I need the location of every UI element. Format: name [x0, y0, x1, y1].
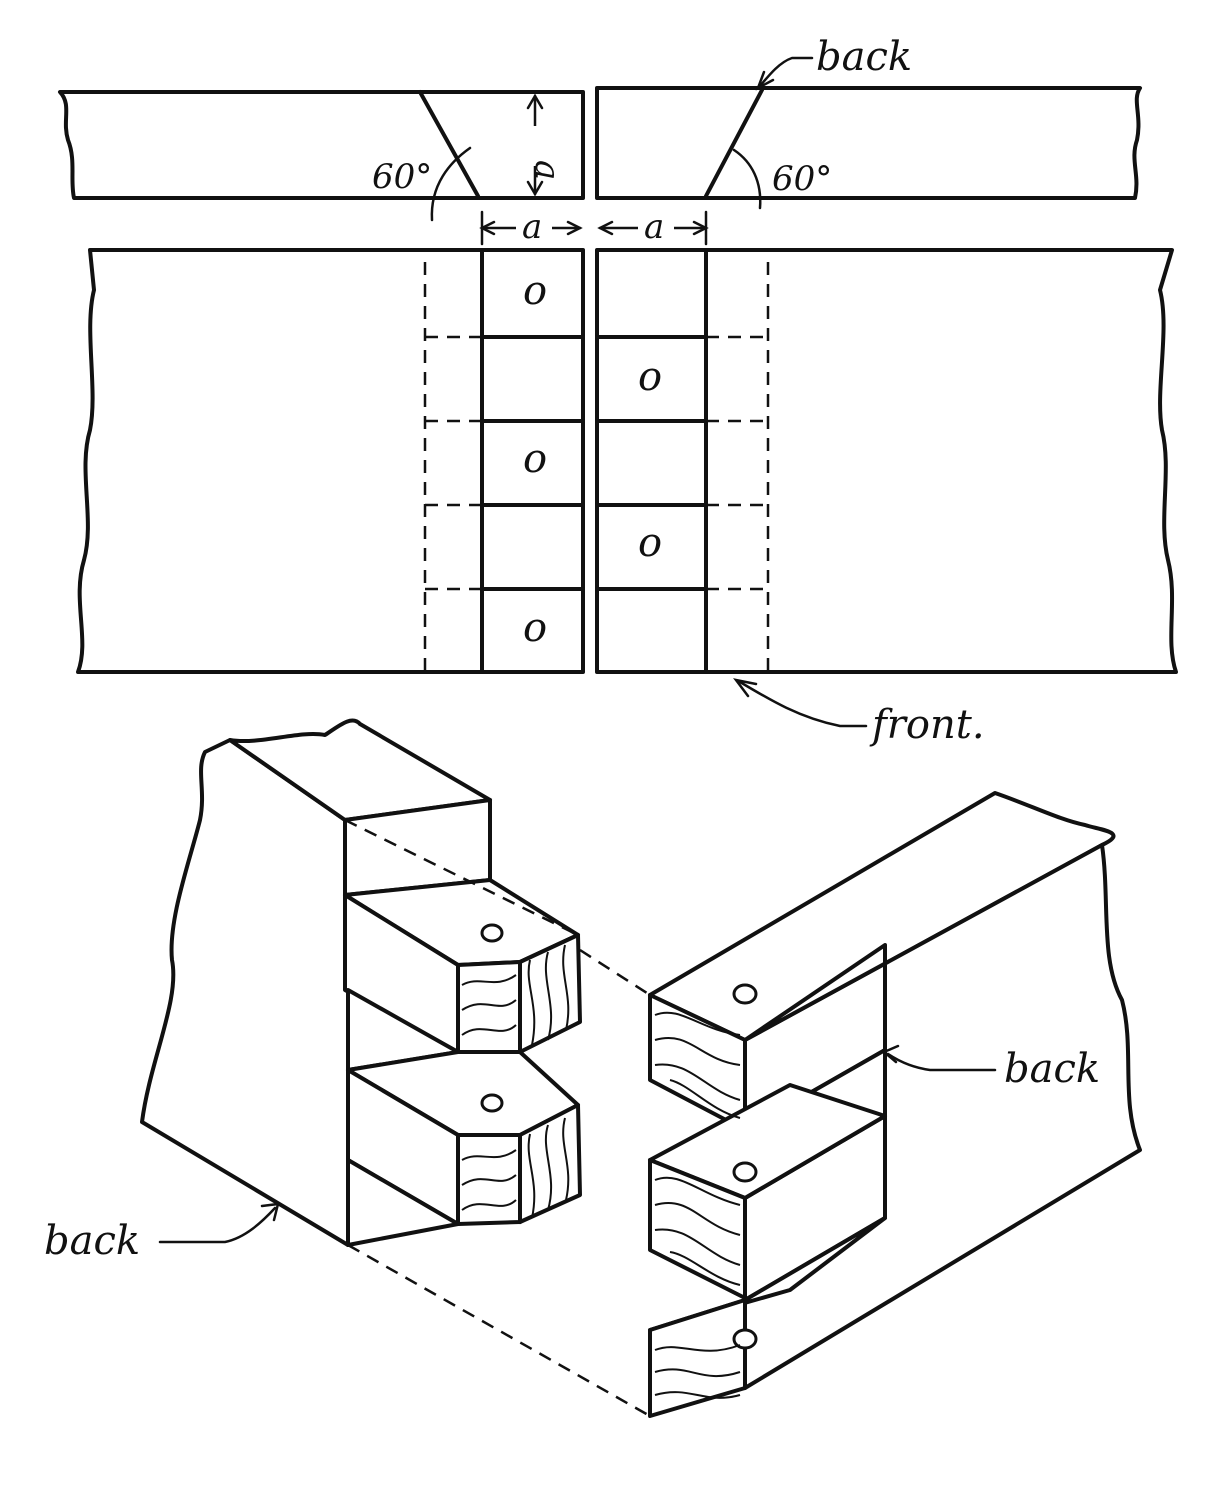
front-leader-arrow: [733, 678, 758, 698]
depth-label-bg: [522, 126, 550, 166]
bottom-socket-back: [346, 1158, 460, 1247]
right-pin-hole-1: [732, 983, 758, 1005]
hole-mark-left-3: o: [523, 605, 547, 651]
width-dim-right-arrow-l: [597, 220, 614, 236]
back-label-left: back: [44, 1218, 140, 1264]
right-board-side: [743, 843, 1142, 1390]
depth-arrow-top: [526, 93, 544, 110]
width-label-left-bg: [516, 208, 552, 244]
width-label-right: a: [644, 207, 664, 247]
angle-arc-left: [430, 146, 472, 222]
back-leader-top-arrow: [755, 70, 775, 91]
depth-arrow-bottom: [526, 180, 544, 197]
width-dim-left-arrow-r: [566, 220, 583, 236]
width-dimensions: a a: [479, 207, 709, 247]
back-leader-right: [886, 1052, 997, 1072]
face-view: o o o o o front.: [76, 248, 1178, 748]
hole-mark-right-2: o: [638, 520, 662, 566]
face-view-left-board: [76, 248, 585, 674]
back-label-right: back: [1004, 1046, 1100, 1092]
align-dash-3: [347, 1243, 651, 1418]
angle-label-right: 60°: [772, 159, 832, 199]
hole-mark-left-2: o: [523, 436, 547, 482]
align-dash-2: [579, 948, 651, 997]
hole-mark-left-1: o: [523, 268, 547, 314]
back-label-top: back: [816, 34, 912, 80]
angle-arc-right: [732, 148, 762, 210]
back-leader-top: [758, 56, 814, 88]
bevel-line-left: [418, 90, 480, 198]
back-leader-left: [158, 1206, 277, 1244]
face-view-right-board: [595, 248, 1178, 674]
isometric-view: back back: [44, 718, 1142, 1418]
right-pin-hole-2: [732, 1161, 758, 1183]
width-label-left: a: [522, 207, 542, 247]
depth-label: a: [527, 160, 567, 180]
back-leader-left-arrow: [260, 1202, 280, 1222]
right-end-grain: [654, 1011, 741, 1399]
edge-view-right-board: [595, 86, 1142, 200]
right-board-top: [648, 791, 1116, 1042]
left-tail-hole-2: [480, 1093, 504, 1113]
left-end-grain: [461, 944, 570, 1219]
left-board-rough-top: [228, 718, 492, 822]
edge-view-left-board: [58, 90, 585, 200]
front-leader: [738, 680, 868, 728]
bottom-pin-front: [648, 1298, 747, 1418]
angle-label-left: 60°: [372, 157, 432, 197]
back-leader-right-arrow: [881, 1044, 900, 1064]
left-board-body: [140, 738, 350, 1247]
width-label-right-bg: [638, 208, 674, 244]
hole-mark-right-1: o: [638, 354, 662, 400]
edge-view: 60° 60° a back: [58, 34, 1142, 222]
right-pin-hole-3: [732, 1328, 758, 1350]
left-tail-hole-1: [480, 923, 504, 943]
front-label: front.: [869, 702, 985, 748]
bevel-line-right: [704, 88, 764, 198]
